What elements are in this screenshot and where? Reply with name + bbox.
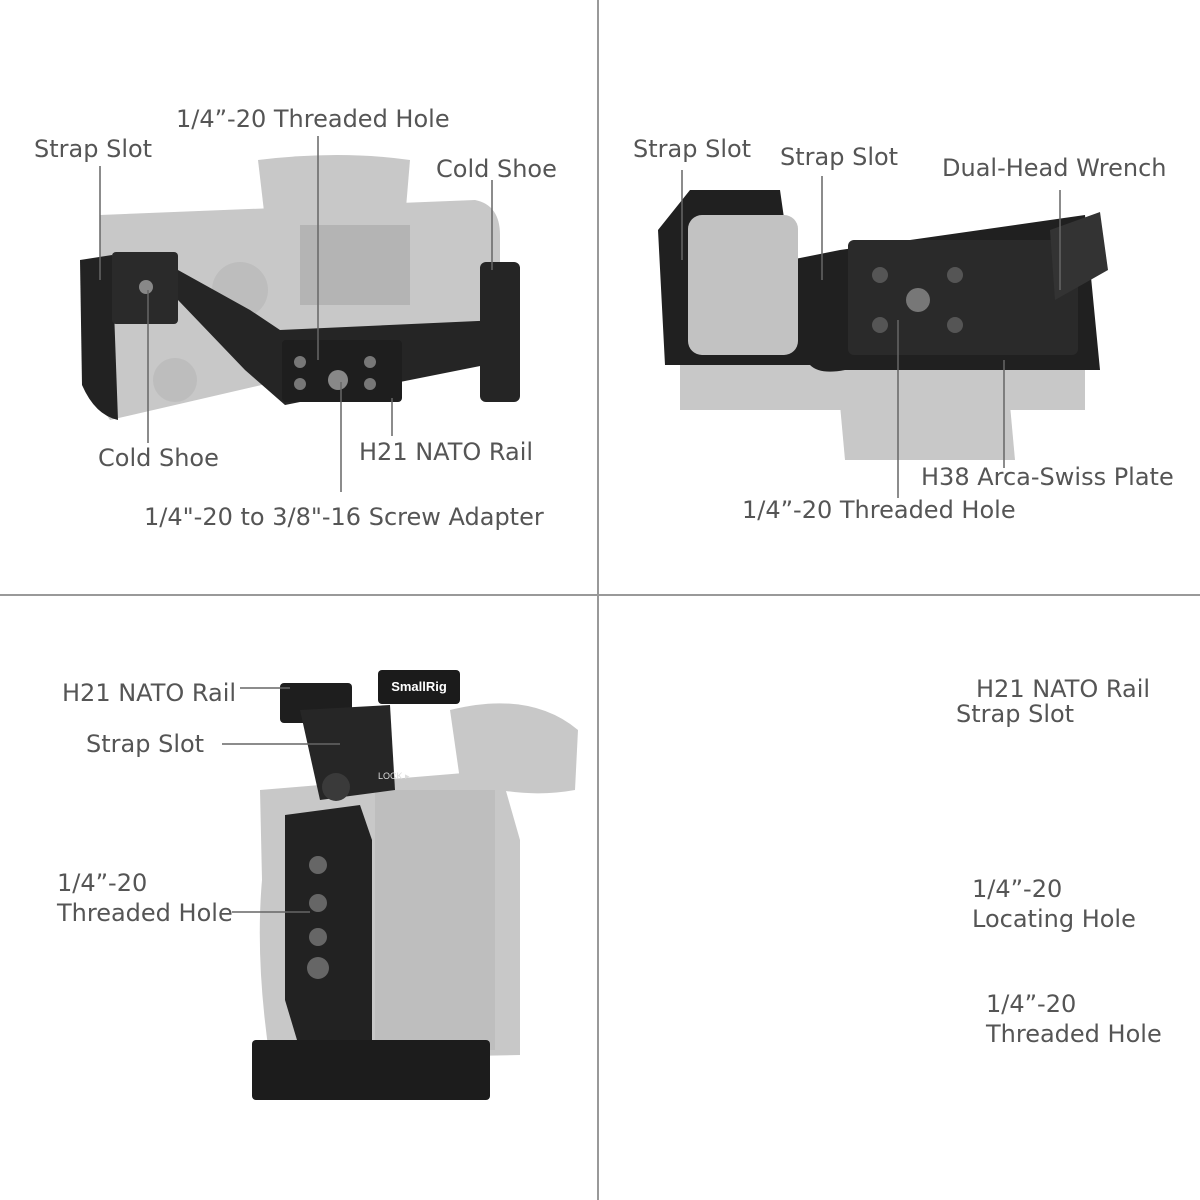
label-locating-hole-line1: 1/4”-20 bbox=[972, 875, 1063, 903]
label-threaded-hole-right-line1: 1/4”-20 bbox=[986, 990, 1077, 1018]
label-threaded-hole-line2: Threaded Hole bbox=[57, 899, 233, 927]
label-nato-rail-right: H21 NATO Rail bbox=[976, 675, 1151, 703]
label-cold-shoe-bottom: Cold Shoe bbox=[98, 444, 219, 472]
label-locating-hole-line2: Locating Hole bbox=[972, 905, 1136, 933]
eyecup-lower bbox=[840, 397, 1015, 460]
label-strap-slot: Strap Slot bbox=[34, 135, 153, 163]
label-nato-rail-left: H21 NATO Rail bbox=[62, 679, 237, 707]
cage-side-plate bbox=[285, 805, 372, 1050]
eyecup-left bbox=[450, 703, 578, 794]
battery-door bbox=[688, 215, 798, 355]
cold-shoe-screw bbox=[139, 280, 153, 294]
label-threaded-hole-right-line2: Threaded Hole bbox=[986, 1020, 1162, 1048]
port-cover bbox=[375, 790, 495, 1050]
screw-adapter bbox=[328, 370, 348, 390]
top-view-illustration bbox=[80, 136, 520, 492]
left-side-illustration bbox=[222, 670, 578, 1100]
label-threaded-hole-bottom: 1/4”-20 Threaded Hole bbox=[742, 496, 1016, 524]
eyecup bbox=[258, 155, 410, 220]
label-nato-rail: H21 NATO Rail bbox=[359, 438, 534, 466]
hot-shoe-area bbox=[300, 225, 410, 305]
label-arca-plate: H38 Arca-Swiss Plate bbox=[921, 463, 1174, 491]
label-threaded-hole: 1/4”-20 Threaded Hole bbox=[176, 105, 450, 133]
lock-knob bbox=[322, 773, 350, 801]
label-strap-slot-right-view: Strap Slot bbox=[956, 700, 1075, 728]
label-cold-shoe-top: Cold Shoe bbox=[436, 155, 557, 183]
label-strap-slot-left-view: Strap Slot bbox=[86, 730, 205, 758]
cage-right-clamp bbox=[480, 262, 520, 402]
label-screw-adapter: 1/4"-20 to 3/8"-16 Screw Adapter bbox=[144, 503, 544, 531]
bottom-view-illustration bbox=[658, 170, 1108, 498]
lock-marking: LOCK ▸ bbox=[378, 771, 410, 781]
label-strap-slot-right: Strap Slot bbox=[780, 143, 899, 171]
strap-slot-clamp bbox=[300, 705, 395, 800]
cage-side-handle bbox=[80, 255, 118, 420]
label-dual-head-wrench: Dual-Head Wrench bbox=[942, 154, 1167, 182]
control-dial bbox=[153, 358, 197, 402]
arca-plate bbox=[848, 240, 1078, 355]
cage-base-left bbox=[252, 1040, 490, 1100]
label-strap-slot-left: Strap Slot bbox=[633, 135, 752, 163]
threaded-hole-main bbox=[906, 288, 930, 312]
dual-head-wrench bbox=[1050, 212, 1108, 300]
brand-logo: SmallRig bbox=[391, 679, 447, 694]
label-threaded-hole-line1: 1/4”-20 bbox=[57, 869, 148, 897]
brand-block bbox=[378, 670, 460, 704]
cage-top-bar bbox=[178, 270, 510, 405]
